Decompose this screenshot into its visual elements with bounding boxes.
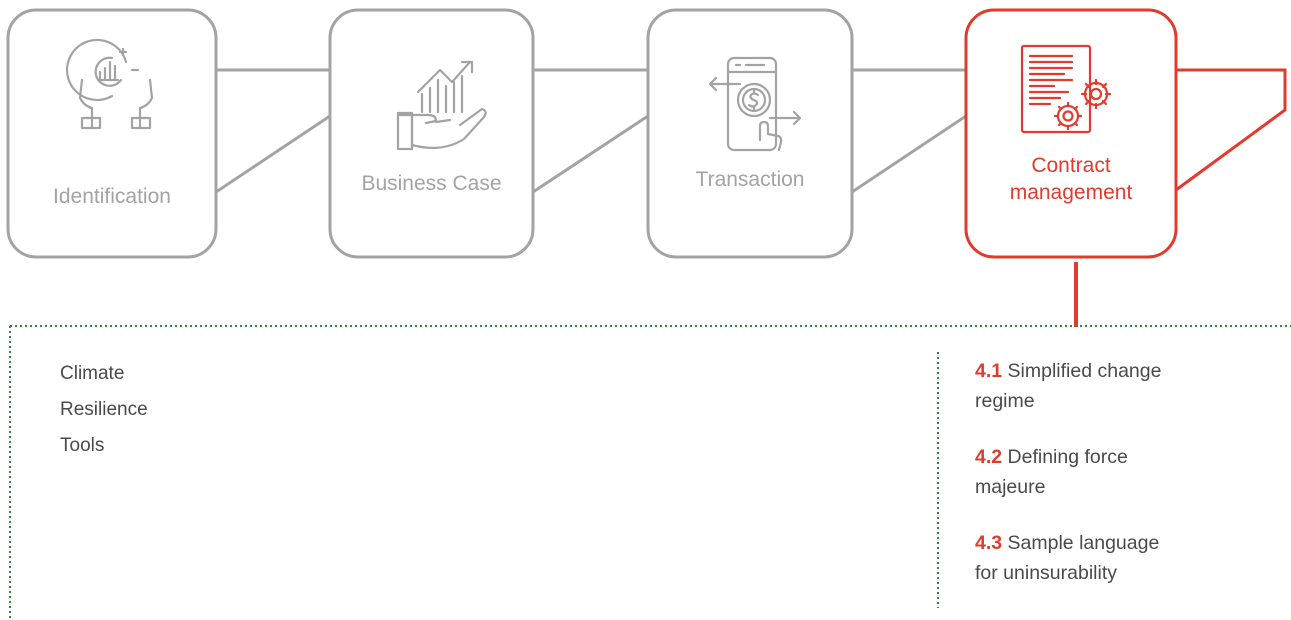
connector-1-2 — [215, 68, 331, 194]
stage-label-identification: Identification — [53, 185, 171, 208]
sub-item-4-3: 4.3 Sample language for uninsurability — [975, 528, 1275, 588]
sub-item-number: 4.2 — [975, 446, 1003, 468]
climate-resilience-tools-label: Climate Resilience Tools — [60, 356, 148, 464]
connector-2-3 — [532, 68, 649, 194]
sub-item-text: Defining force — [1007, 446, 1128, 468]
hand-growth-chart-icon — [396, 60, 487, 151]
side-label-line: Climate — [60, 363, 125, 384]
side-label-line: Resilience — [60, 399, 148, 420]
stage-label-business-case: Business Case — [361, 172, 502, 195]
connector-3-4 — [851, 68, 967, 194]
sub-item-text: regime — [975, 390, 1035, 412]
stage-label-line: management — [1009, 181, 1133, 204]
sub-item-text: Sample language — [1007, 532, 1160, 554]
hands-chart-icon — [65, 38, 154, 130]
stage-box-business-case — [328, 8, 535, 259]
connector-4-out — [1175, 68, 1287, 192]
stage-box-identification — [6, 8, 218, 259]
contract-gears-icon — [1020, 44, 1112, 134]
sub-item-text: for uninsurability — [975, 562, 1117, 584]
stage-label-transaction: Transaction — [695, 168, 805, 191]
stage-label-contract-management: Contract management — [966, 152, 1176, 206]
side-label-line: Tools — [60, 435, 105, 456]
sub-item-text: majeure — [975, 476, 1046, 498]
sub-item-text: Simplified change — [1007, 360, 1162, 382]
sub-item-number: 4.3 — [975, 532, 1003, 554]
sub-item-4-2: 4.2 Defining force majeure — [975, 442, 1275, 502]
sub-item-number: 4.1 — [975, 360, 1003, 382]
stage-label-line: Contract — [1031, 154, 1111, 177]
stage-box-contract-management — [964, 8, 1178, 259]
stage-box-transaction — [646, 8, 854, 259]
phone-payment-icon — [708, 56, 802, 152]
sub-item-4-1: 4.1 Simplified change regime — [975, 356, 1275, 416]
